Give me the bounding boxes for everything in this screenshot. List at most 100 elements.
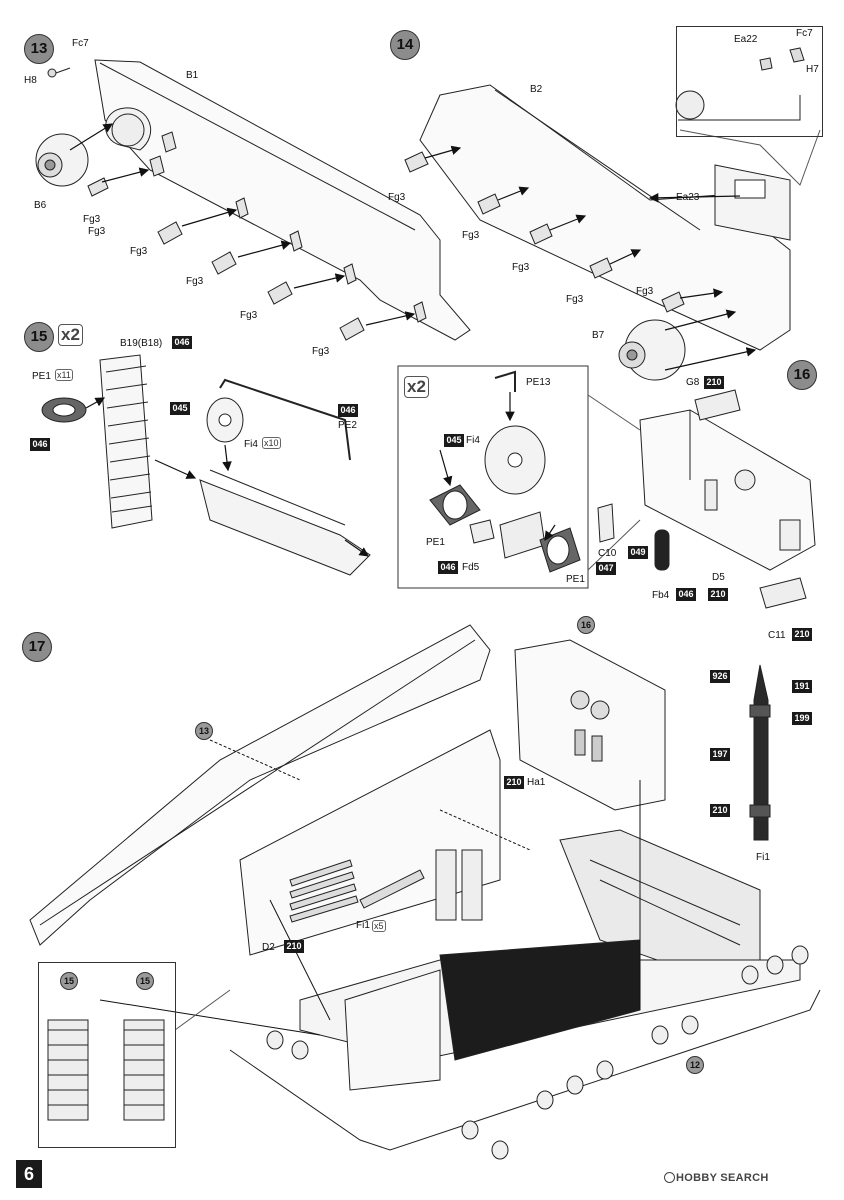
ref-step-12: 12 [686,1056,704,1074]
inset-ammo-stacks [47,1019,165,1121]
ammo-stacks-17 [435,849,483,921]
label-fg3-14a: Fg3 [388,192,406,203]
arrows-13 [69,123,416,326]
label-fi1-17: Fi1 [356,920,370,931]
label-h7: H7 [806,64,819,75]
part-c11 [759,577,807,609]
label-c11: C11 [768,630,786,641]
side-panel-b1 [94,59,471,341]
code-fi4-16: 045 [444,434,464,447]
code-199: 199 [792,712,812,725]
label-h8: H8 [24,75,37,86]
code-210-shell: 210 [710,804,730,817]
label-fi4-16: Fi4 [466,435,480,446]
inset-frame-17 [38,962,176,1148]
label-fc7-14: Fc7 [796,28,813,39]
label-fd5: Fd5 [462,562,480,573]
bulkhead-d5 [639,409,816,571]
page-number: 6 [16,1160,42,1188]
label-c10: C10 [598,548,617,559]
step-14-number: 14 [390,30,420,60]
label-pe1-16b: PE1 [566,574,585,585]
bolt-h8 [47,67,71,78]
part-g8 [694,389,741,421]
code-d2: 210 [284,940,304,953]
label-pe1-15: PE1 [32,371,51,382]
label-fb4: Fb4 [652,590,670,601]
pe1-quantity: x11 [55,369,73,381]
code-c10-b: 047 [596,562,616,575]
code-g8: 210 [704,376,724,389]
washer-pe1 [41,397,87,423]
ref-step-15-b: 15 [136,972,154,990]
code-d5: 210 [708,588,728,601]
hull-side-13 [29,624,491,946]
code-pe2: 046 [338,404,358,417]
label-fi1-shell: Fi1 [756,852,770,863]
label-fg3-13c: Fg3 [186,276,204,287]
label-fg3-13a: Fg3 [83,214,101,225]
label-fg3-14e: Fg3 [636,286,654,297]
code-pe1-15: 046 [30,438,50,451]
label-b1: B1 [186,70,199,81]
hobby-search-logo-icon [664,1172,675,1183]
step16-inset-frame [397,365,641,589]
code-c10-a: 049 [628,546,648,559]
inset-frame-14 [676,26,823,137]
arrows-17 [99,739,641,1036]
label-ea22: Ea22 [734,34,758,45]
label-pe13: PE13 [526,377,551,388]
label-fg3-13b: Fg3 [130,246,148,257]
code-fi4-15: 045 [170,402,190,415]
label-b19: B19(B18) [120,338,163,349]
ref-step-15-a: 15 [60,972,78,990]
fire-extinguisher-fb4 [654,529,670,571]
step-13-number: 13 [24,34,54,64]
code-fb4: 046 [676,588,696,601]
ref-step-16: 16 [577,616,595,634]
label-fg3-13d: Fg3 [240,310,258,321]
step-17-number: 17 [22,632,52,662]
code-191: 191 [792,680,812,693]
ref-step-13: 13 [195,722,213,740]
step-15-number: 15 [24,322,54,352]
part-c10 [597,503,615,543]
step-16-multiplier: x2 [404,376,429,398]
code-197: 197 [710,748,730,761]
arrows-14 [424,145,757,371]
code-926: 926 [710,670,730,683]
brackets-fg3-13 [87,131,427,341]
label-fg3-14b: Fg3 [462,230,480,241]
sprocket-housing-b7 [618,319,686,381]
side-panel-b2 [419,84,791,351]
inset-detail-drawing [675,47,805,121]
label-b7: B7 [592,330,605,341]
rear-bulkhead-16 [514,639,666,811]
ammo-rack-b19 [99,354,153,529]
label-b6: B6 [34,200,47,211]
ammo-shells-set [289,859,425,923]
label-fg3-14d: Fg3 [566,294,584,305]
fi1-quantity: x5 [372,920,386,932]
watermark: HOBBY SEARCH [676,1172,769,1184]
label-d5: D5 [712,572,725,583]
label-d2: D2 [262,942,275,953]
shell-fi1-detail [749,664,771,841]
inner-wall-d2 [239,729,501,956]
step-15-multiplier: x2 [58,324,83,346]
hull-floor [229,939,821,1151]
brackets-fg3-14 [404,151,685,313]
label-ha1: Ha1 [527,777,546,788]
fi4-quantity: x10 [262,437,281,449]
label-b2: B2 [530,84,543,95]
label-fg3-13f: Fg3 [88,226,106,237]
label-fc7-13: Fc7 [72,38,89,49]
label-pe1-16a: PE1 [426,537,445,548]
label-fi4-15: Fi4 [244,439,258,450]
label-ea23: Ea23 [676,192,700,203]
label-fg3-14c: Fg3 [512,262,530,273]
road-wheels [266,945,809,1160]
label-g8: G8 [686,377,700,388]
